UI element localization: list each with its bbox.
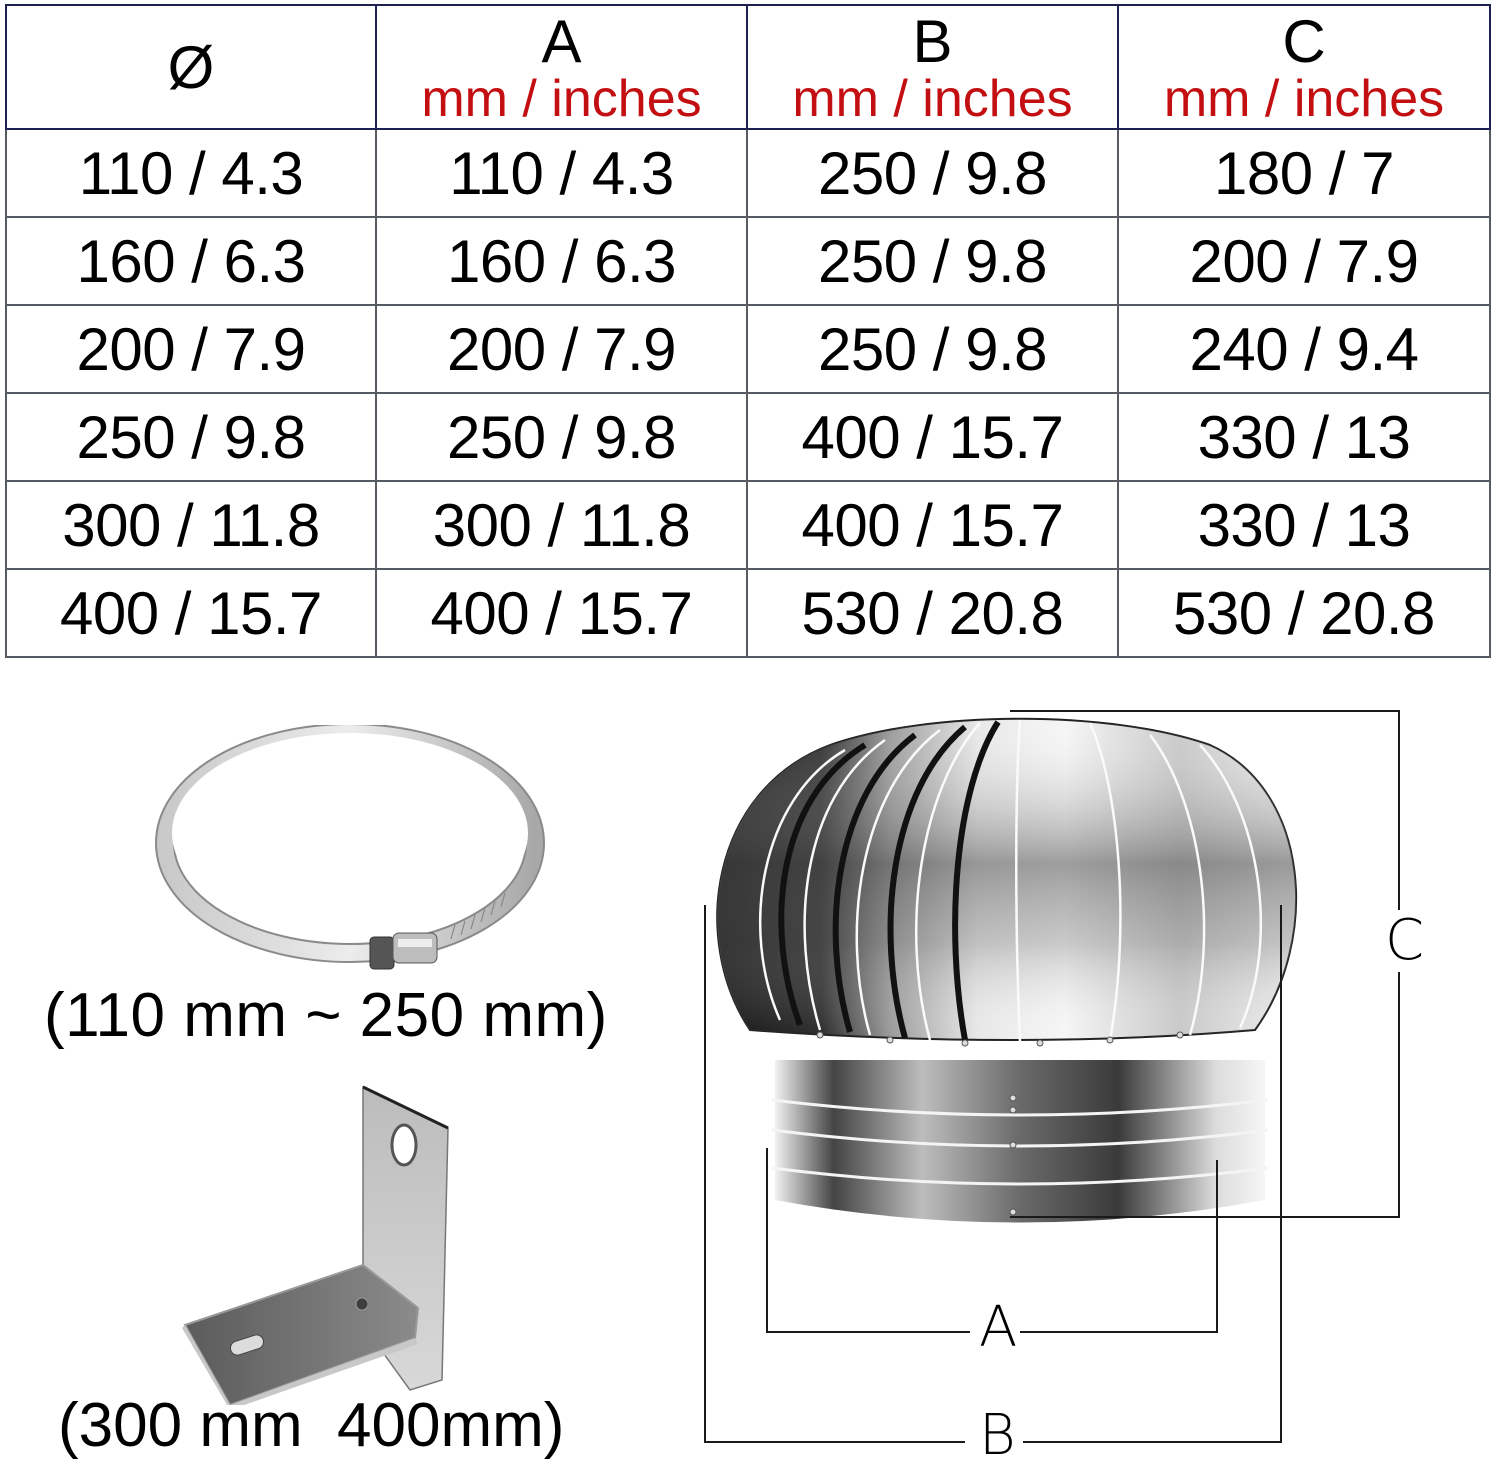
turbine-ventilator-icon: [704, 710, 1400, 1443]
header-letter: C: [1282, 8, 1326, 75]
l-bracket-icon: [182, 1085, 449, 1405]
cell-a: 110 / 4.3: [374, 128, 748, 218]
cell-b: 400 / 15.7: [745, 480, 1119, 570]
table-row: 400 / 15.7 400 / 15.7 530 / 20.8 530 / 2…: [5, 568, 1492, 658]
dimension-b-label: B: [977, 1403, 1018, 1468]
diameter-symbol: Ø: [167, 33, 215, 101]
header-b: B mm / inches: [745, 4, 1119, 130]
header-unit: mm / inches: [792, 70, 1073, 128]
cell-b: 250 / 9.8: [745, 128, 1119, 218]
header-diameter: Ø: [5, 4, 377, 130]
cell-c: 240 / 9.4: [1116, 304, 1492, 394]
cell-c: 530 / 20.8: [1116, 568, 1492, 658]
table-row: 200 / 7.9 200 / 7.9 250 / 9.8 240 / 9.4: [5, 304, 1492, 394]
table-header-row: Ø A mm / inches B mm / inches C mm / inc…: [5, 4, 1492, 130]
dimension-c-label: C: [1383, 908, 1427, 973]
bracket-size-label: (300 mm 400mm): [58, 1391, 565, 1460]
header-unit: mm / inches: [421, 70, 702, 128]
cell-b: 530 / 20.8: [745, 568, 1119, 658]
clamp-size-label: (110 mm ~ 250 mm): [44, 981, 608, 1050]
header-letter: B: [912, 8, 953, 75]
cell-diameter: 160 / 6.3: [5, 216, 377, 306]
header-unit: mm / inches: [1163, 70, 1445, 128]
cell-a: 200 / 7.9: [374, 304, 748, 394]
cell-c: 330 / 13: [1116, 480, 1492, 570]
cell-c: 200 / 7.9: [1116, 216, 1492, 306]
cell-diameter: 250 / 9.8: [5, 392, 377, 482]
dimension-a-label: A: [977, 1295, 1020, 1360]
table-row: 110 / 4.3 110 / 4.3 250 / 9.8 180 / 7: [5, 128, 1492, 218]
cell-c: 330 / 13: [1116, 392, 1492, 482]
cell-diameter: 300 / 11.8: [5, 480, 377, 570]
header-letter: A: [541, 8, 582, 75]
cell-a: 160 / 6.3: [374, 216, 748, 306]
cell-a: 300 / 11.8: [374, 480, 748, 570]
header-a: A mm / inches: [374, 4, 748, 130]
cell-diameter: 110 / 4.3: [5, 128, 377, 218]
cell-diameter: 200 / 7.9: [5, 304, 377, 394]
header-c: C mm / inches: [1116, 4, 1492, 130]
cell-a: 400 / 15.7: [374, 568, 748, 658]
cell-diameter: 400 / 15.7: [5, 568, 377, 658]
table-row: 160 / 6.3 160 / 6.3 250 / 9.8 200 / 7.9: [5, 216, 1492, 306]
cell-b: 400 / 15.7: [745, 392, 1119, 482]
cell-b: 250 / 9.8: [745, 304, 1119, 394]
dimension-table: Ø A mm / inches B mm / inches C mm / inc…: [5, 4, 1492, 658]
table-row: 300 / 11.8 300 / 11.8 400 / 15.7 330 / 1…: [5, 480, 1492, 570]
cell-a: 250 / 9.8: [374, 392, 748, 482]
table-row: 250 / 9.8 250 / 9.8 400 / 15.7 330 / 13: [5, 392, 1492, 482]
cell-b: 250 / 9.8: [745, 216, 1119, 306]
cell-c: 180 / 7: [1116, 128, 1492, 218]
hose-clamp-icon: [155, 725, 545, 970]
ventilator-diagram: C A B: [680, 690, 1496, 1468]
